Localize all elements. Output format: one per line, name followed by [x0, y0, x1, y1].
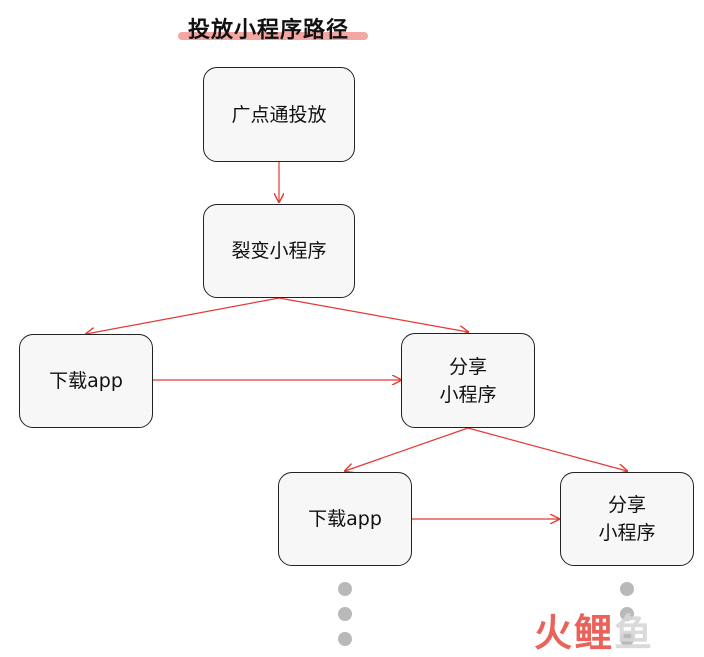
edge-share1-to-share2: [467, 427, 627, 471]
node-fission-label: 裂变小程序: [231, 240, 327, 262]
node-gdt-label: 广点通投放: [231, 103, 327, 126]
diagram-title-wrap: 投放小程序路径: [178, 10, 378, 44]
ellipsis-dot: [620, 582, 634, 596]
ellipsis-dot: [338, 632, 352, 646]
node-download1-label: 下载app: [49, 370, 123, 392]
node-share-miniprogram-1: 分享 小程序: [401, 333, 535, 428]
node-share1-line1: 分享: [448, 355, 487, 378]
node-share2-line2: 小程序: [598, 522, 656, 544]
ellipsis-dot: [338, 582, 352, 596]
edge-fission-to-share1: [278, 297, 468, 332]
watermark-char-1: 火: [534, 610, 575, 655]
node-share2-line1: 分享: [607, 494, 646, 516]
watermark-char-2: 鲤: [574, 610, 615, 655]
node-download2-label: 下载app: [308, 508, 382, 530]
edge-fission-to-download1: [86, 297, 280, 334]
ellipsis-dot: [620, 632, 634, 646]
watermark-char-3: 鱼: [614, 610, 655, 655]
node-fission-miniprogram: 裂变小程序: [203, 204, 355, 298]
node-download-app-2: 下载app: [278, 472, 412, 566]
edge-share1-to-download2: [345, 427, 469, 471]
node-gdt-ad: 广点通投放: [203, 67, 355, 162]
node-download-app-1: 下载app: [19, 334, 153, 428]
ellipsis-dot: [338, 607, 352, 621]
node-share1-line2: 小程序: [439, 383, 497, 406]
ellipsis-dot: [620, 607, 634, 621]
node-share-miniprogram-2: 分享 小程序: [560, 472, 694, 566]
watermark-logo: 火 鲤 鱼: [534, 604, 655, 655]
title-underline-highlight: [178, 32, 368, 40]
diagram-title: 投放小程序路径: [188, 18, 350, 43]
